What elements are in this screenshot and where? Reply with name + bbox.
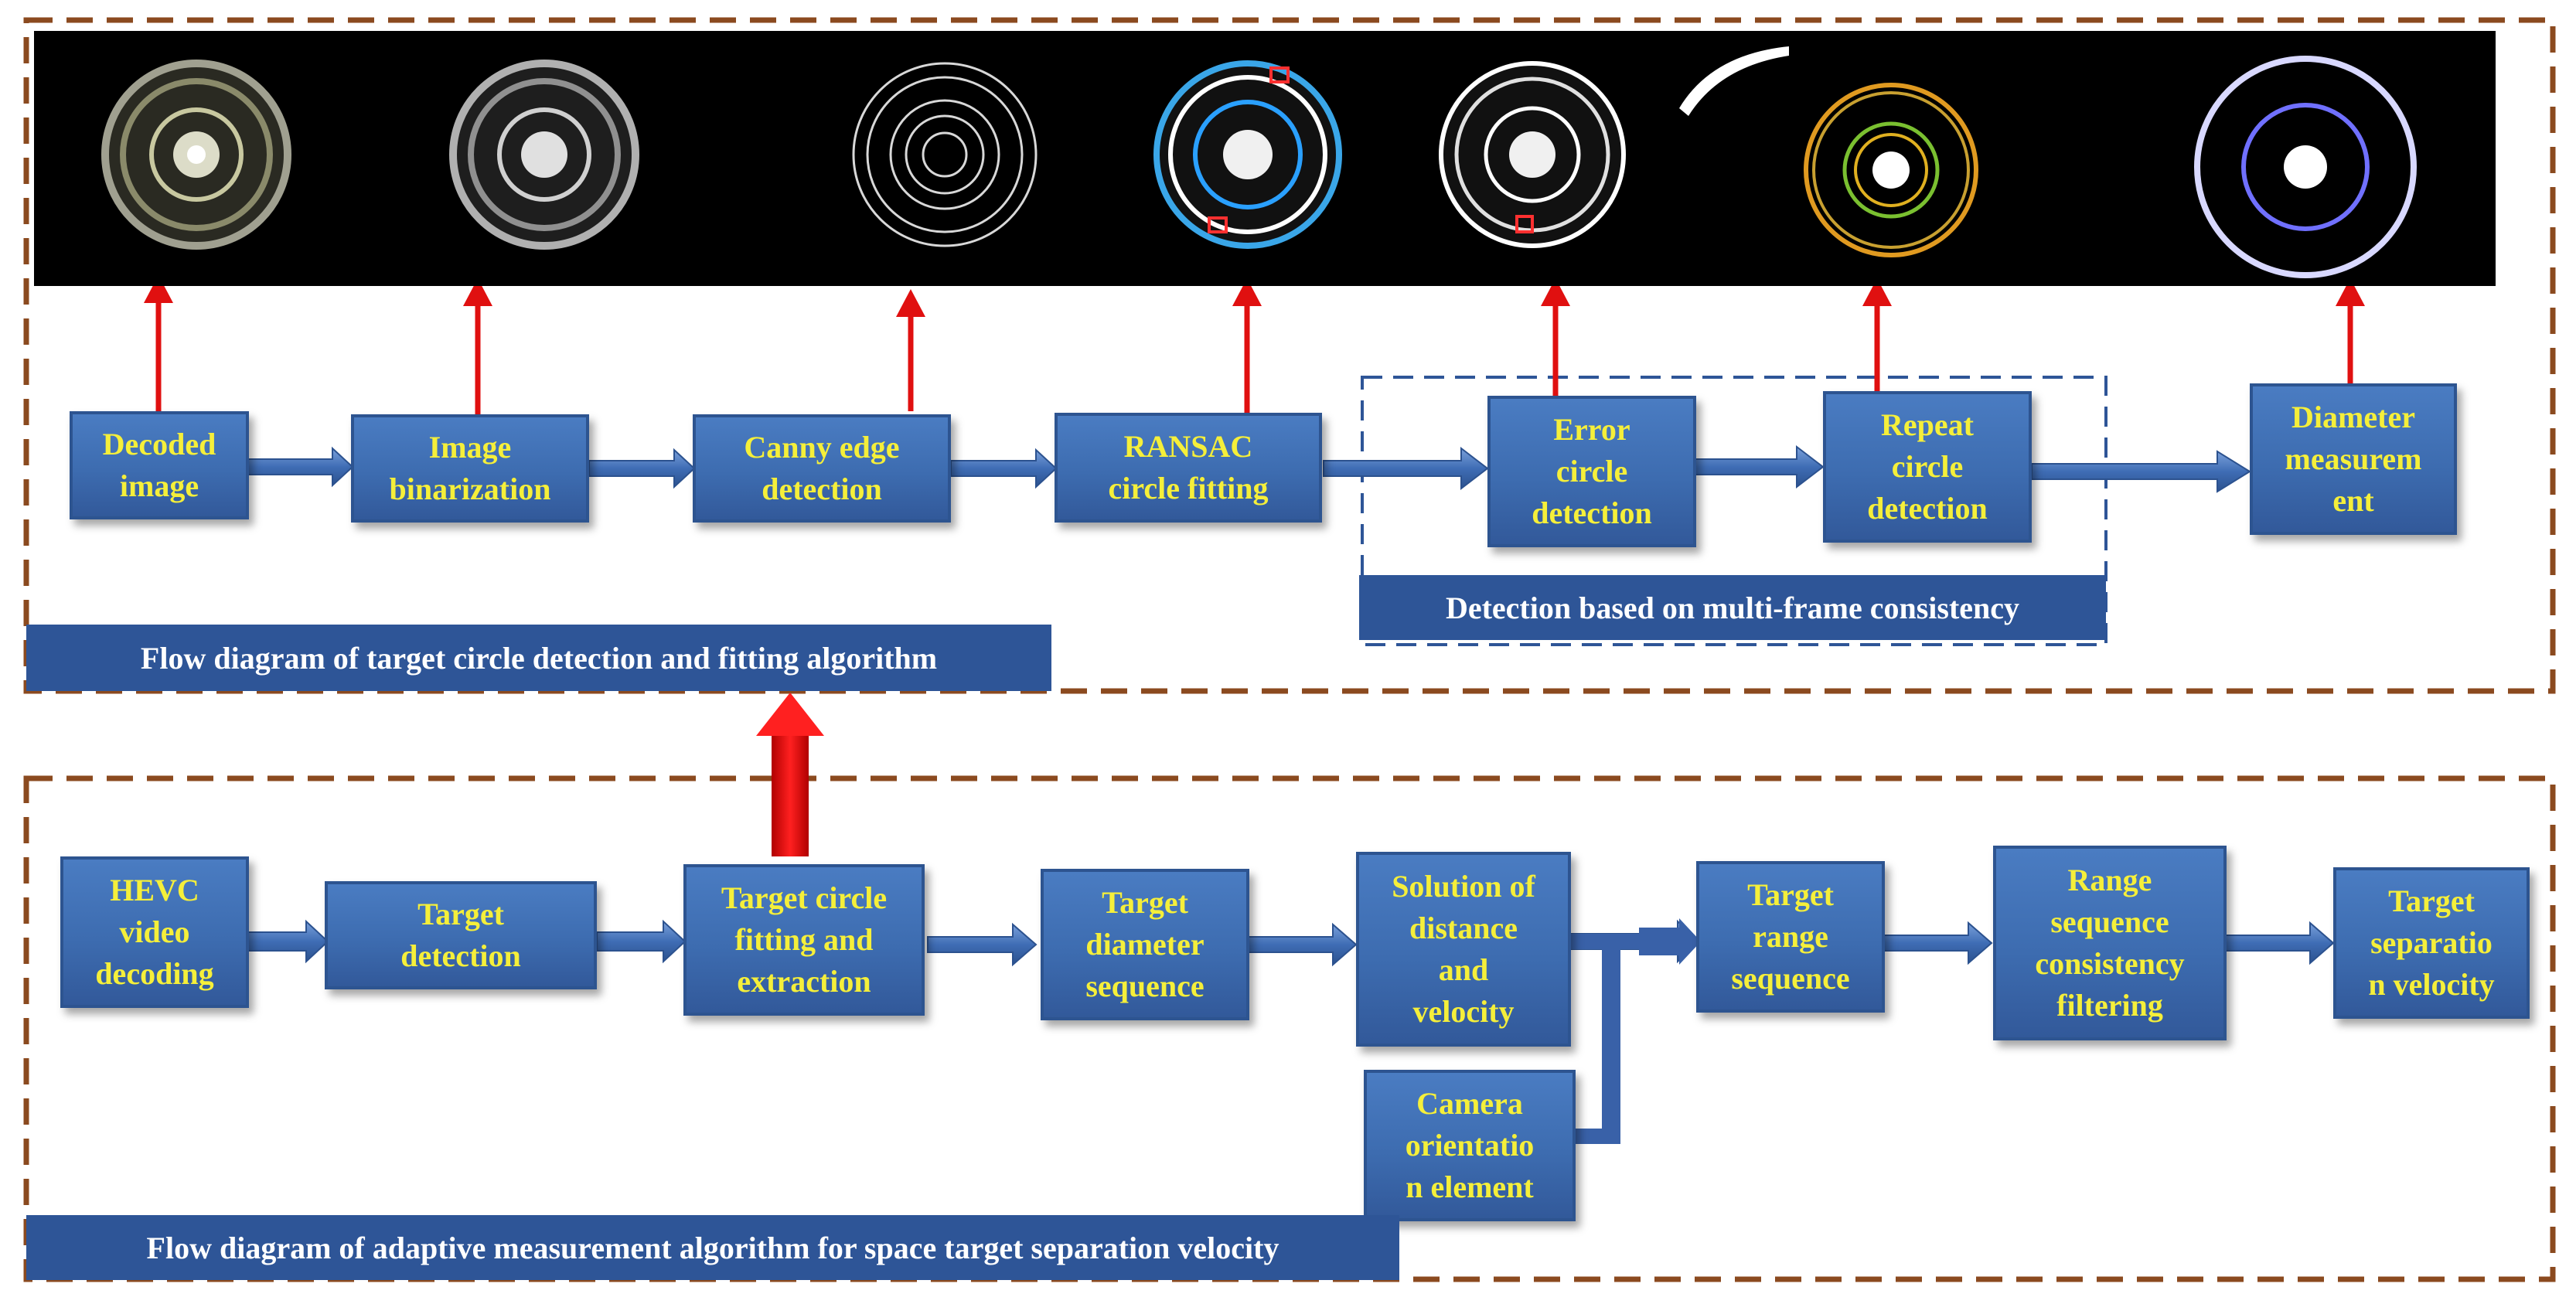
ransac-image-thumb xyxy=(1153,60,1342,249)
hevc-video-decoding-node: HEVC video decoding xyxy=(60,856,249,1008)
range-consistency-filtering-node: Range sequence consistency filtering xyxy=(1993,846,2227,1040)
canny-image-thumb xyxy=(852,62,1038,247)
arc-fragment xyxy=(1679,46,1789,116)
result-images xyxy=(101,46,2417,278)
target-range-sequence-node: Target range sequence xyxy=(1696,861,1885,1013)
target-detection-node: Target detection xyxy=(325,881,597,989)
image-binarization-node: Image binarization xyxy=(351,414,589,523)
solution-distance-velocity-node: Solution of distance and velocity xyxy=(1356,852,1571,1047)
target-diameter-sequence-node: Target diameter sequence xyxy=(1041,869,1249,1020)
target-separation-velocity-node: Target separatio n velocity xyxy=(2333,867,2530,1019)
top-section-frame xyxy=(23,17,2556,694)
camera-orientation-element-node: Camera orientatio n element xyxy=(1364,1070,1576,1221)
error-circle-thumb xyxy=(1439,61,1626,248)
decoded-image-node: Decoded image xyxy=(70,411,249,519)
multi-frame-group-frame xyxy=(1361,376,2107,646)
top-section-title: Flow diagram of target circle detection … xyxy=(26,625,1051,691)
bottom-section-frame xyxy=(23,775,2556,1282)
camera-connector xyxy=(1569,918,1701,1144)
diameter-thumb xyxy=(2194,56,2417,278)
canny-edge-detection-node: Canny edge detection xyxy=(693,414,951,523)
red-arrows xyxy=(144,275,2365,414)
diameter-measurement-node: Diameter measurem ent xyxy=(2250,383,2457,535)
multi-frame-consistency-banner: Detection based on multi-frame consisten… xyxy=(1359,575,2106,640)
section-link-arrow xyxy=(756,693,824,856)
repeat-circle-detection-node: Repeat circle detection xyxy=(1823,391,2032,543)
image-strip xyxy=(34,31,2496,286)
binarized-image-thumb xyxy=(449,60,639,250)
bottom-section-title: Flow diagram of adaptive measurement alg… xyxy=(26,1215,1399,1280)
target-circle-fitting-node: Target circle fitting and extraction xyxy=(683,864,925,1016)
repeat-circle-thumb xyxy=(1804,83,1978,257)
decoded-image-thumb xyxy=(101,60,291,250)
ransac-circle-fitting-node: RANSAC circle fitting xyxy=(1055,413,1322,523)
error-circle-detection-node: Error circle detection xyxy=(1487,396,1696,547)
